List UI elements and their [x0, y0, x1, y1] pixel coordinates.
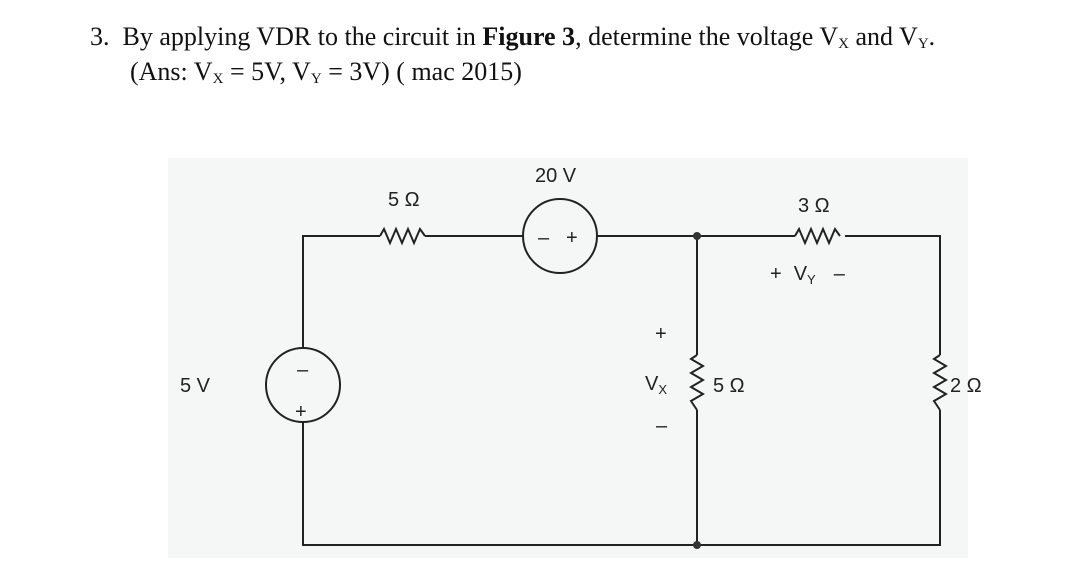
resistor-3ohm	[794, 226, 841, 246]
vx-plus: +	[655, 323, 667, 345]
source20-plus: +	[566, 227, 578, 249]
label-20v: 20 V	[535, 165, 577, 187]
voltage-source-20v	[522, 198, 598, 274]
resistor-5ohm-vertical	[689, 354, 705, 411]
label-r-mid: 5 Ω	[713, 375, 745, 397]
label-r-right: 2 Ω	[950, 375, 982, 397]
source5-plus: +	[295, 401, 307, 423]
resistor-5ohm-top	[379, 226, 426, 246]
question-line-1: 3. By applying VDR to the circuit in Fig…	[90, 22, 936, 52]
label-5v: 5 V	[180, 375, 211, 397]
node-bottom	[693, 541, 701, 549]
label-r3: 3 Ω	[798, 195, 830, 217]
voltage-source-5v	[265, 347, 341, 423]
figure-background	[168, 158, 968, 558]
answer-line: (Ans: VX = 5V, VY = 3V) ( mac 2015)	[130, 57, 522, 87]
wire-left-top	[302, 235, 380, 348]
vx-minus: –	[656, 415, 668, 437]
label-r1: 5 Ω	[388, 189, 420, 211]
resistor-2ohm	[932, 354, 948, 411]
source5-minus: –	[297, 359, 309, 381]
label-vx: VX	[645, 373, 667, 397]
source20-minus: –	[538, 227, 550, 249]
label-vy: +VY–	[770, 263, 846, 287]
figure-reference: Figure 3	[482, 22, 576, 51]
node-top	[693, 232, 701, 240]
wire-bottom	[302, 410, 941, 546]
